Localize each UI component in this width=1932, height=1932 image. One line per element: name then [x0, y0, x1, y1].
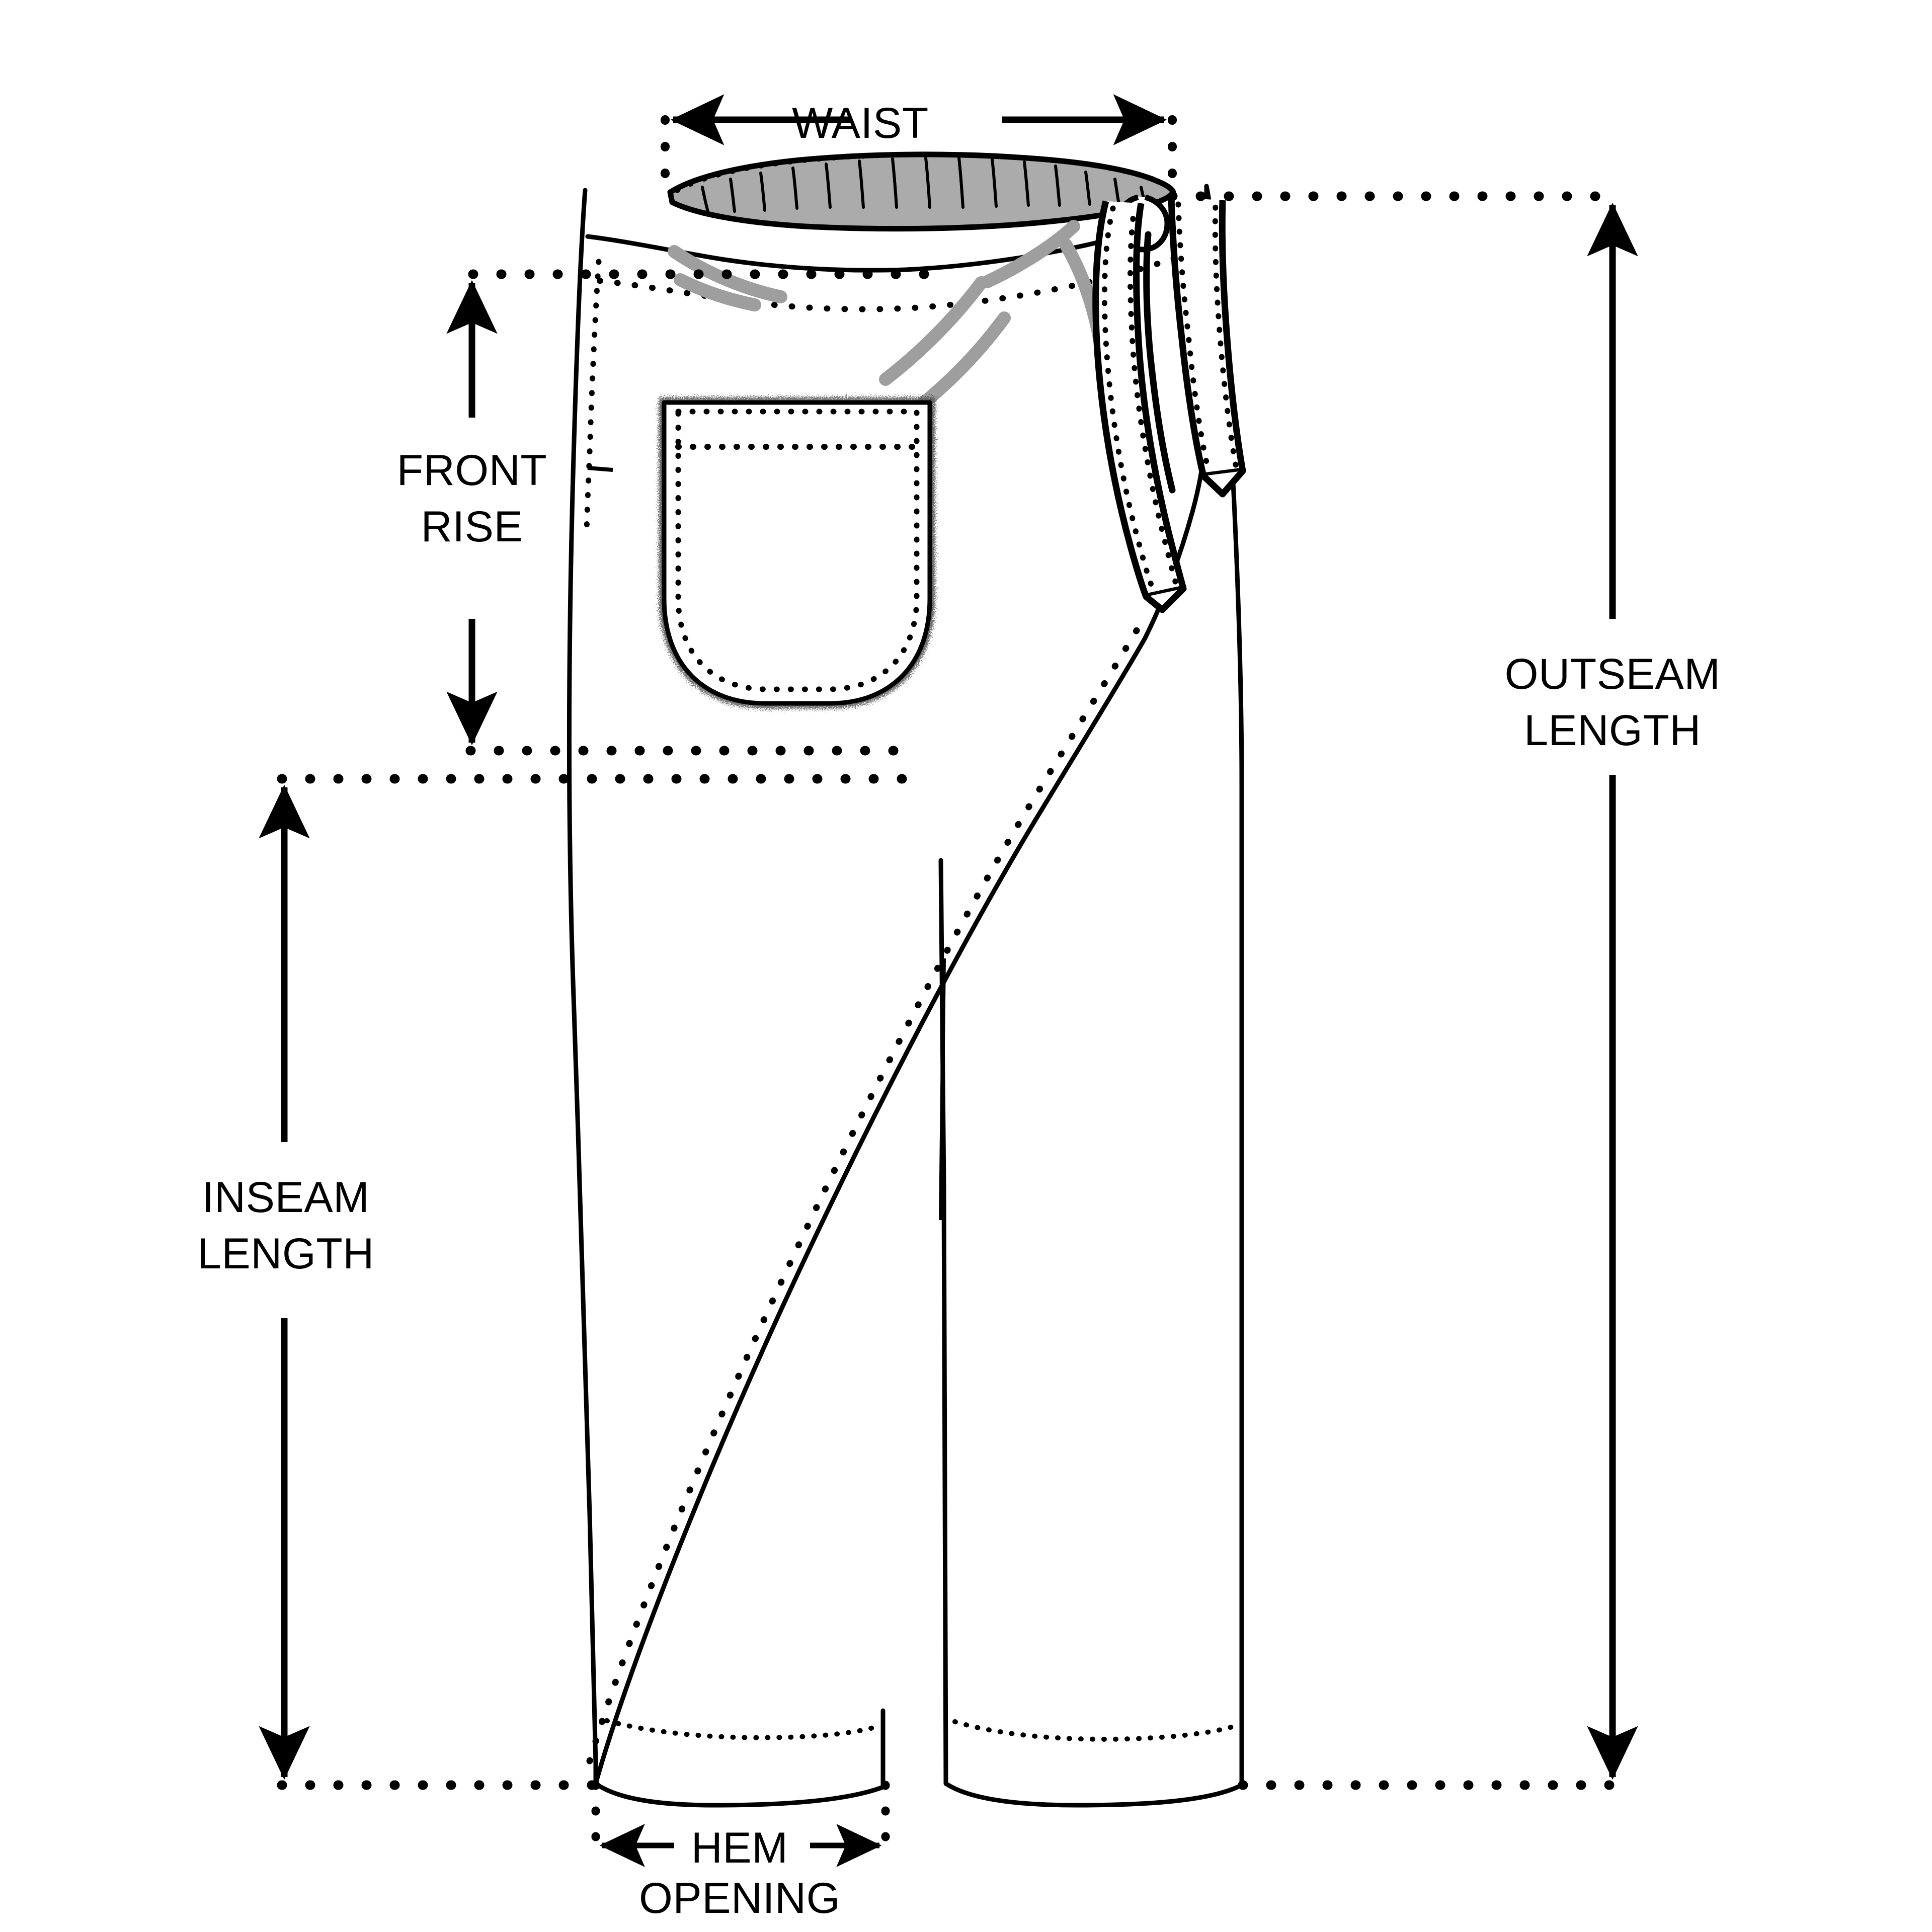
side-seam-stitching	[584, 259, 613, 541]
waist-dimension	[661, 94, 1177, 199]
front-rise-dimension	[446, 269, 931, 756]
front-rise-label-line2: RISE	[421, 502, 523, 551]
hem-stitching	[604, 1718, 1240, 1742]
inseam-dimension	[259, 774, 918, 1790]
front-rise-label: FRONT RISE	[321, 443, 623, 555]
outseam-label-line2: LENGTH	[1524, 706, 1701, 755]
front-rise-label-line1: FRONT	[396, 446, 547, 495]
hem-opening-label-line2: OPENING	[638, 1874, 841, 1922]
inseam-label-line1: INSEAM	[202, 1173, 370, 1222]
inseam-label: INSEAM LENGTH	[135, 1170, 437, 1282]
waist-label: WAIST	[792, 99, 929, 147]
outseam-dimension	[1167, 191, 1638, 1790]
tie-belt	[1092, 194, 1246, 613]
outseam-label: OUTSEAM LENGTH	[1462, 647, 1763, 759]
left-leg	[567, 188, 886, 1808]
outseam-label-line1: OUTSEAM	[1504, 650, 1721, 698]
inseam-label-line2: LENGTH	[197, 1229, 374, 1278]
patch-pocket	[659, 397, 935, 709]
wrap-overlay-edge	[586, 619, 1147, 1786]
waistband	[667, 151, 1176, 232]
hem-opening-dimension	[591, 1781, 890, 1867]
hem-opening-label-line1: HEM	[691, 1824, 788, 1872]
